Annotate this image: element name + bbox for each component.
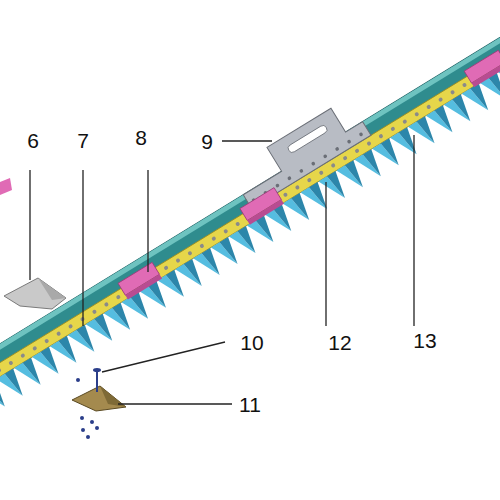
bolt-head <box>93 368 101 372</box>
callout-number: 11 <box>239 394 261 415</box>
bolt <box>462 82 468 88</box>
bolt <box>187 251 193 257</box>
clamp-face <box>125 274 162 299</box>
bolt <box>330 163 336 169</box>
callout-number: 9 <box>201 131 213 152</box>
bolts <box>0 16 500 409</box>
clamp <box>0 178 12 195</box>
callout-number: 13 <box>413 330 436 351</box>
bolt <box>438 97 444 103</box>
plate-slot <box>287 124 329 154</box>
bolt <box>163 265 169 271</box>
bolt <box>223 229 229 235</box>
bolt <box>378 133 384 139</box>
bolt <box>235 221 241 227</box>
callout-number: 7 <box>77 130 89 151</box>
rivet <box>287 176 292 181</box>
bolt <box>32 346 38 352</box>
clamp <box>118 262 162 299</box>
bolt <box>426 104 432 110</box>
bolt <box>450 90 456 96</box>
mounting-plate <box>229 98 371 209</box>
bolt <box>211 236 217 242</box>
bolt <box>414 112 420 118</box>
nuts <box>76 378 99 439</box>
bolt <box>199 243 205 249</box>
clamp-face <box>247 200 284 225</box>
bolt <box>342 155 348 161</box>
callout-number: 10 <box>240 332 263 353</box>
cutter-bar <box>0 0 500 441</box>
rivet <box>347 139 352 144</box>
bolt <box>8 360 14 366</box>
bolt <box>116 294 122 300</box>
rivet <box>311 161 316 166</box>
bolt <box>104 302 110 308</box>
teeth <box>0 17 500 435</box>
clamp <box>464 50 500 87</box>
bolt <box>283 192 289 198</box>
knife-bar <box>0 10 500 417</box>
clamp-face <box>472 62 500 87</box>
bracket-face <box>38 278 66 300</box>
clamps <box>118 50 500 299</box>
callout-number: 12 <box>328 332 351 353</box>
bolt <box>20 353 26 359</box>
bolt <box>68 324 74 330</box>
clamp <box>240 188 284 225</box>
bolt <box>0 368 2 374</box>
bolt <box>319 170 325 176</box>
bolt <box>354 148 360 154</box>
rivet <box>359 132 364 137</box>
bolt <box>402 119 408 125</box>
bracket <box>4 278 66 309</box>
bolt <box>366 141 372 147</box>
rivet <box>323 154 328 159</box>
back-plate <box>0 0 500 409</box>
rivet <box>275 183 280 188</box>
leader-lines <box>30 135 414 404</box>
rivet <box>299 168 304 173</box>
bolt <box>390 126 396 132</box>
rivet <box>335 146 340 151</box>
callout-number: 8 <box>135 127 147 148</box>
bolt <box>44 338 50 344</box>
guard-plate <box>72 386 126 411</box>
bolt <box>307 177 313 183</box>
back-plate-edge <box>0 0 500 398</box>
callout-number: 6 <box>27 130 39 151</box>
bolt <box>96 370 98 392</box>
bolt <box>56 331 62 337</box>
bolt <box>175 258 181 264</box>
bolt <box>92 309 98 315</box>
plate <box>229 98 371 209</box>
bolt <box>295 185 301 191</box>
